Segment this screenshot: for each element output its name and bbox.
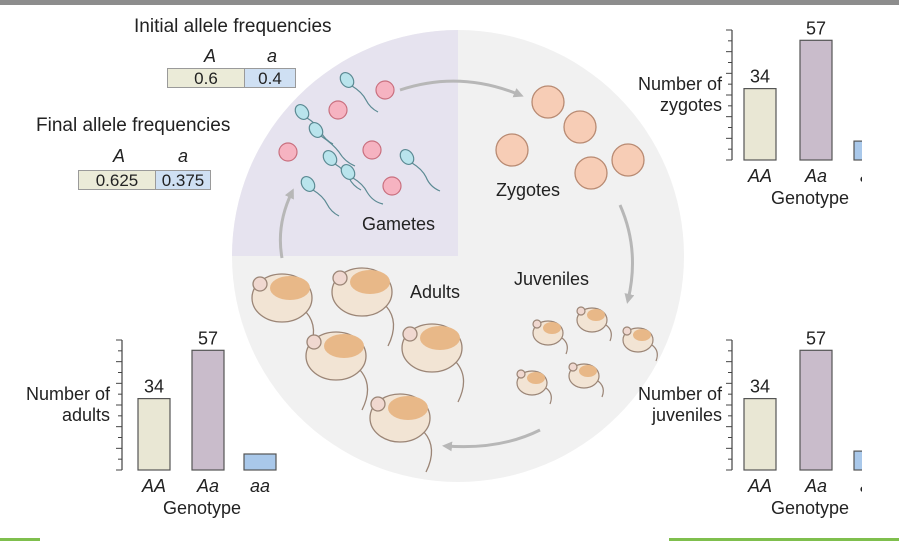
x-tick-label: Aa [196, 476, 219, 496]
x-tick-label: aa [860, 166, 862, 186]
bar-aa [853, 450, 862, 471]
bar-value-label: 57 [806, 18, 826, 38]
zygote-cells [495, 85, 645, 190]
egg-icon [382, 176, 402, 196]
x-tick-label: Aa [804, 476, 827, 496]
bar-aa [743, 397, 777, 471]
bar-value-label: 57 [198, 328, 218, 348]
x-axis-label: Genotype [163, 498, 241, 518]
final-freq-A: 0.625 [78, 170, 156, 190]
egg-icon [362, 140, 382, 160]
x-tick-label: aa [860, 476, 862, 496]
bar-aa [243, 453, 277, 471]
bar-aa [137, 397, 171, 471]
sperm-icon [300, 175, 340, 217]
sperm-icon [339, 71, 379, 113]
adult-mouse-icon [331, 267, 395, 347]
y-axis-label-line1: Number of [638, 74, 723, 94]
bar-aa [799, 39, 833, 161]
initial-frequencies-title: Initial allele frequencies [134, 16, 332, 37]
zygotes-label: Zygotes [496, 180, 560, 200]
zygote-icon [495, 133, 529, 167]
x-axis-label: Genotype [771, 498, 849, 518]
y-axis-label-line1: Number of [638, 384, 723, 404]
juveniles-bar-chart: Number ofjuveniles34AA57Aa9aaGenotype [638, 328, 862, 518]
adult-mouse-icon [369, 393, 433, 473]
juvenile-mouse-icon [516, 369, 552, 405]
final-allele-a-header: a [177, 146, 188, 166]
x-axis-label: Genotype [771, 188, 849, 208]
final-allele-A-header: A [112, 146, 125, 166]
top-border [0, 0, 899, 5]
bar-value-label: 34 [144, 377, 164, 397]
x-tick-label: AA [747, 166, 772, 186]
zygote-icon [574, 156, 608, 190]
adults-label: Adults [410, 282, 460, 302]
juveniles-label: Juveniles [514, 269, 589, 289]
final-freq-a: 0.375 [155, 170, 211, 190]
zygote-icon [531, 85, 565, 119]
bar-value-label: 34 [750, 377, 770, 397]
initial-freq-A: 0.6 [167, 68, 245, 88]
sperm-icon [308, 121, 356, 167]
bar-aa [799, 349, 833, 471]
juvenile-mouse-icon [568, 362, 604, 398]
zygote-icon [611, 143, 645, 177]
initial-allele-a-header: a [266, 46, 277, 66]
bar-value-label: 34 [750, 67, 770, 87]
juvenile-mice [516, 306, 658, 405]
arrow-adults-to-gametes [278, 188, 294, 259]
x-tick-label: AA [141, 476, 166, 496]
y-axis-label-line2: adults [62, 405, 110, 425]
juvenile-mouse-icon [532, 319, 568, 355]
bottom-accent-right [669, 538, 899, 541]
egg-cells [278, 80, 402, 196]
adult-mouse-icon [401, 323, 465, 403]
arrow-zygotes-to-juveniles [618, 204, 635, 304]
y-axis-label-line2: zygotes [660, 95, 722, 115]
bottom-accent-left [0, 538, 40, 541]
y-axis-label-line1: Number of [26, 384, 111, 404]
x-tick-label: aa [250, 476, 270, 496]
final-frequencies-title: Final allele frequencies [36, 115, 231, 136]
juvenile-mouse-icon [576, 306, 612, 342]
egg-icon [328, 100, 348, 120]
zygotes-bar-chart: Number ofzygotes34AA57Aa9aaGenotype [638, 18, 862, 208]
juvenile-mouse-icon [622, 326, 658, 362]
sperm-icon [340, 163, 384, 205]
arrow-gametes-to-zygotes [399, 79, 524, 98]
initial-allele-A-header: A [203, 46, 216, 66]
bar-aa [853, 140, 862, 161]
bar-value-label: 57 [806, 328, 826, 348]
bar-aa [743, 87, 777, 161]
egg-icon [375, 80, 395, 100]
adult-mouse-icon [305, 331, 369, 411]
initial-freq-a: 0.4 [244, 68, 296, 88]
sperm-icon [399, 148, 441, 192]
x-tick-label: Aa [804, 166, 827, 186]
zygote-icon [563, 110, 597, 144]
egg-icon [278, 142, 298, 162]
sperm-cells [294, 71, 441, 217]
gametes-label: Gametes [362, 214, 435, 234]
arrow-juveniles-to-adults [442, 428, 541, 452]
x-tick-label: AA [747, 476, 772, 496]
bar-aa [191, 349, 225, 471]
adult-mice [251, 267, 465, 473]
y-axis-label-line2: juveniles [651, 405, 722, 425]
